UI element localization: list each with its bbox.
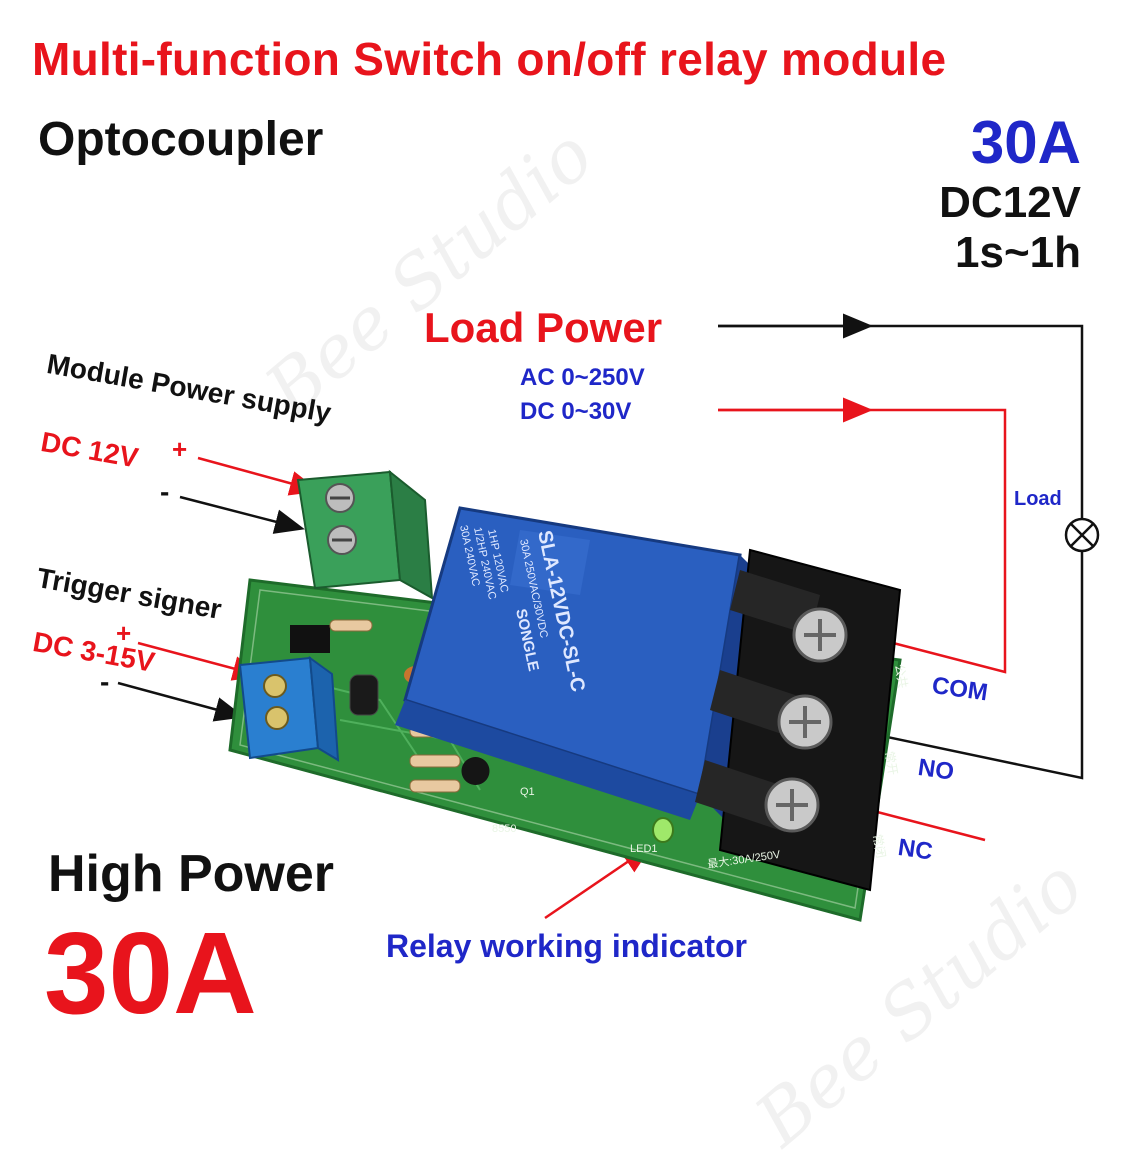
capacitor (349, 674, 379, 716)
no-wire (825, 552, 1084, 780)
transistor (461, 757, 490, 785)
subtitle: Optocoupler (38, 113, 324, 166)
optocoupler-chip (290, 625, 330, 653)
trigger-minus: - (100, 666, 110, 697)
no-label: NO (916, 754, 956, 786)
pcb-com-label: 公共 (892, 663, 910, 689)
trigger-plus: + (116, 618, 132, 648)
load-label: Load (1014, 488, 1062, 510)
product-image: Bee Studio Bee Studio (31, 33, 1100, 1162)
module-plus: + (172, 434, 188, 464)
high-power-label: High Power (48, 845, 335, 903)
nc-label: NC (896, 834, 935, 866)
load-dc-range: DC 0~30V (520, 398, 632, 425)
arrow-icon (197, 456, 320, 496)
load-power-label: Load Power (424, 304, 663, 351)
screw-terminal-block (695, 548, 902, 892)
led-indicator (652, 817, 674, 843)
pcb-no-label: 常开 (882, 750, 900, 776)
pcb-nc-label: 常闭 (870, 833, 888, 859)
transistor-label: 8550 (492, 823, 516, 835)
load-ac-range: AC 0~250V (520, 364, 645, 391)
trigger-terminal-block (238, 655, 340, 762)
module-minus: - (160, 476, 170, 507)
bottom-current: 30A (44, 908, 257, 1038)
indicator-label: Relay working indicator (386, 928, 747, 964)
arrow-icon (179, 495, 305, 534)
relay-module-board: 8550 Q1 C2 LED1 SLA-12VDC-SL-C SONGLE 30… (228, 469, 910, 922)
arrow-icon (117, 681, 245, 722)
page-title: Multi-function Switch on/off relay modul… (32, 33, 947, 85)
q1-label: Q1 (520, 786, 535, 798)
spec-timing: 1s~1h (955, 228, 1081, 277)
spec-voltage: DC12V (939, 178, 1081, 227)
spec-current: 30A (970, 109, 1081, 176)
power-terminal-block (296, 469, 434, 600)
led-label: LED1 (630, 843, 658, 855)
